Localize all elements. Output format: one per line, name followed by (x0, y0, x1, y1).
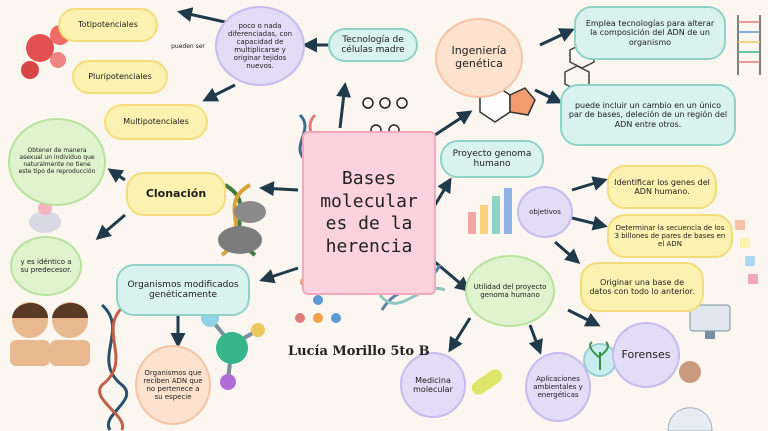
originar-label: Originar una base de datos con todo lo a… (589, 277, 695, 296)
aplicaciones-label: Aplicaciones ambientales y energéticas (533, 374, 583, 400)
forenses-label: Forenses (621, 347, 671, 361)
forenses-node: Forenses (612, 322, 680, 388)
dna-ladder-icon (737, 15, 761, 75)
ingenieria-node: Ingeniería genética (435, 18, 523, 98)
twins-icon (10, 302, 90, 366)
cambio-label: puede incluir un cambio en un único par … (568, 101, 728, 129)
tecnologia-label: Tecnología de células madre (341, 34, 405, 55)
ogm-desc-label: Organismos que reciben ADN que no perten… (143, 368, 203, 402)
identificar-label: Identificar los genes del ADN humano. (614, 177, 710, 196)
identico-node: y es idéntico a su predecesor. (10, 236, 82, 296)
obtener-node: Obtener de manera asexual un individuo q… (8, 118, 106, 206)
emplea-node: Emplea tecnologías para alterar la compo… (574, 6, 726, 60)
utilidad-label: Utilidad del proyecto genoma humano (473, 282, 547, 299)
bar-chart-icon (468, 188, 512, 234)
pueden-ser-label: pueden ser (171, 42, 205, 50)
multipotenciales-label: Multipotenciales (123, 117, 189, 127)
dna-vertical-icon (98, 303, 129, 431)
arrow-ingenieria-to-cambio (534, 88, 563, 104)
server-icon (689, 304, 731, 339)
proyecto-node: Proyecto genoma humano (440, 140, 544, 178)
arrow-clonacion-to-identico (95, 213, 126, 240)
lightbulb-plant-icon (583, 341, 617, 377)
arrow-poco-to-totipotenciales (177, 7, 226, 24)
capsule-icon (471, 369, 503, 395)
poco-nada-label: poco o nada diferenciadas, con capacidad… (227, 21, 293, 71)
rats-icon (218, 201, 266, 254)
clonacion-node: Clonación (126, 172, 226, 216)
arrow-center-to-ogm (259, 266, 299, 284)
totipotenciales-node: Totipotenciales (58, 8, 158, 42)
arrow-objetivos-to-determinar (571, 215, 608, 231)
ogm-node: Organismos modificados genéticamente (116, 264, 250, 316)
arrow-ingenieria-to-emplea (539, 28, 575, 47)
pluripotenciales-node: Pluripotenciales (72, 60, 168, 94)
ogm-desc-node: Organismos que reciben ADN que no perten… (135, 345, 211, 425)
letter-blocks-icon (735, 220, 758, 284)
arrow-utilidad-to-forenses (567, 308, 601, 327)
ingenieria-label: Ingeniería genética (451, 44, 507, 70)
scientist-icon (667, 361, 713, 431)
identico-label: y es idéntico a su predecesor. (20, 257, 72, 274)
objetivos-node: objetivos (517, 186, 573, 238)
utilidad-node: Utilidad del proyecto genoma humano (465, 255, 555, 327)
arrow-center-to-tecnologia (336, 82, 352, 129)
ogm-label: Organismos modificados genéticamente (127, 279, 239, 300)
arrow-utilidad-to-aplicaciones (528, 324, 543, 355)
arrow-objetivos-to-identificar (571, 176, 608, 192)
cambio-node: puede incluir un cambio en un único par … (560, 84, 736, 146)
emplea-label: Emplea tecnologías para alterar la compo… (585, 19, 715, 47)
determinar-label: Determinar la secuencia de los 3 billone… (614, 223, 726, 249)
arrow-center-to-clonacion (259, 181, 299, 197)
originar-node: Originar una base de datos con todo lo a… (580, 262, 704, 312)
center-title: Bases molecular es de la herencia (320, 168, 418, 257)
obtener-label: Obtener de manera asexual un individuo q… (18, 147, 96, 175)
medicina-node: Medicina molecular (400, 352, 466, 418)
aplicaciones-node: Aplicaciones ambientales y energéticas (525, 352, 591, 422)
arrow-center-to-ingenieria (434, 110, 473, 137)
proyecto-label: Proyecto genoma humano (452, 148, 532, 169)
molecule-icon (201, 309, 265, 390)
arrow-utilidad-to-medicina (448, 317, 472, 353)
tecnologia-node: Tecnología de células madre (328, 28, 418, 62)
totipotenciales-label: Totipotenciales (78, 20, 138, 30)
cells-icon (21, 25, 70, 79)
center-topic: Bases molecular es de la herencia (302, 131, 436, 295)
arrow-poco-to-multipotenciales (202, 83, 236, 102)
determinar-node: Determinar la secuencia de los 3 billone… (607, 214, 733, 258)
arrow-center-to-proyecto (433, 177, 452, 206)
arrow-clonacion-to-obtener (107, 168, 126, 183)
medicina-label: Medicina molecular (413, 375, 453, 394)
people-icons (362, 97, 408, 136)
pueden-ser-text: pueden ser (163, 40, 213, 54)
objetivos-label: objetivos (529, 207, 561, 216)
pluripotenciales-label: Pluripotenciales (88, 72, 152, 82)
multipotenciales-node: Multipotenciales (104, 104, 208, 140)
clonacion-label: Clonación (145, 186, 207, 200)
identificar-node: Identificar los genes del ADN humano. (607, 165, 717, 209)
arrow-objetivos-to-originar (554, 240, 581, 264)
poco-nada-node: poco o nada diferenciadas, con capacidad… (215, 6, 305, 86)
author-label: Lucía Morillo 5to B (288, 344, 430, 359)
